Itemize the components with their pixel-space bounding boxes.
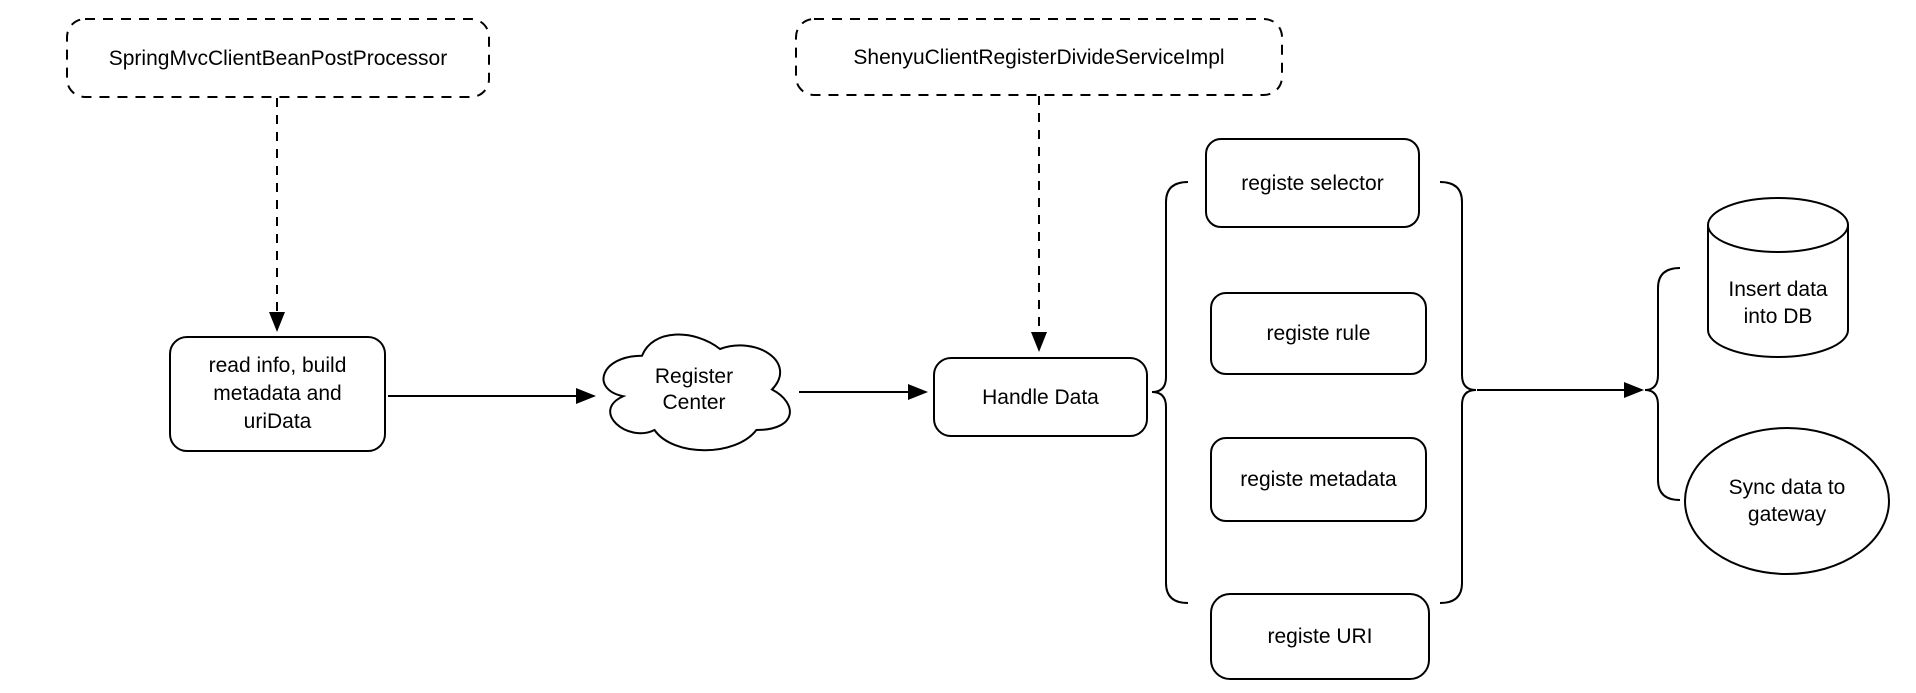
read-info-line-1: read info, build <box>208 354 347 377</box>
registe-rule-label: registe rule <box>1266 322 1371 345</box>
insert-db-cylinder-top <box>1707 197 1849 253</box>
sync-gateway-ellipse <box>1684 427 1890 575</box>
registe-uri-node: registe URI <box>1210 593 1430 680</box>
insert-db-cylinder-body <box>1707 225 1849 358</box>
read-info-line-2: metadata and <box>213 382 342 405</box>
registe-metadata-node: registe metadata <box>1210 437 1427 522</box>
registe-group-right-bracket <box>1439 181 1477 604</box>
handle-data-label: Handle Data <box>982 385 1099 409</box>
read-info-line-3: uriData <box>243 410 312 433</box>
handle-data-node: Handle Data <box>933 357 1148 437</box>
registe-selector-node: registe selector <box>1205 138 1420 228</box>
register-center-cloud <box>602 333 791 452</box>
registe-selector-label: registe selector <box>1241 171 1384 195</box>
registe-metadata-label: registe metadata <box>1240 468 1397 491</box>
registe-group-left-bracket <box>1151 181 1189 604</box>
shenyu-service-node-border <box>795 18 1283 96</box>
spring-processor-node-border <box>66 18 490 98</box>
output-group-left-bracket <box>1644 267 1681 501</box>
registe-rule-node: registe rule <box>1210 292 1427 375</box>
read-info-node: read info, build metadata and uriData <box>169 336 386 452</box>
registe-uri-label: registe URI <box>1267 625 1373 648</box>
